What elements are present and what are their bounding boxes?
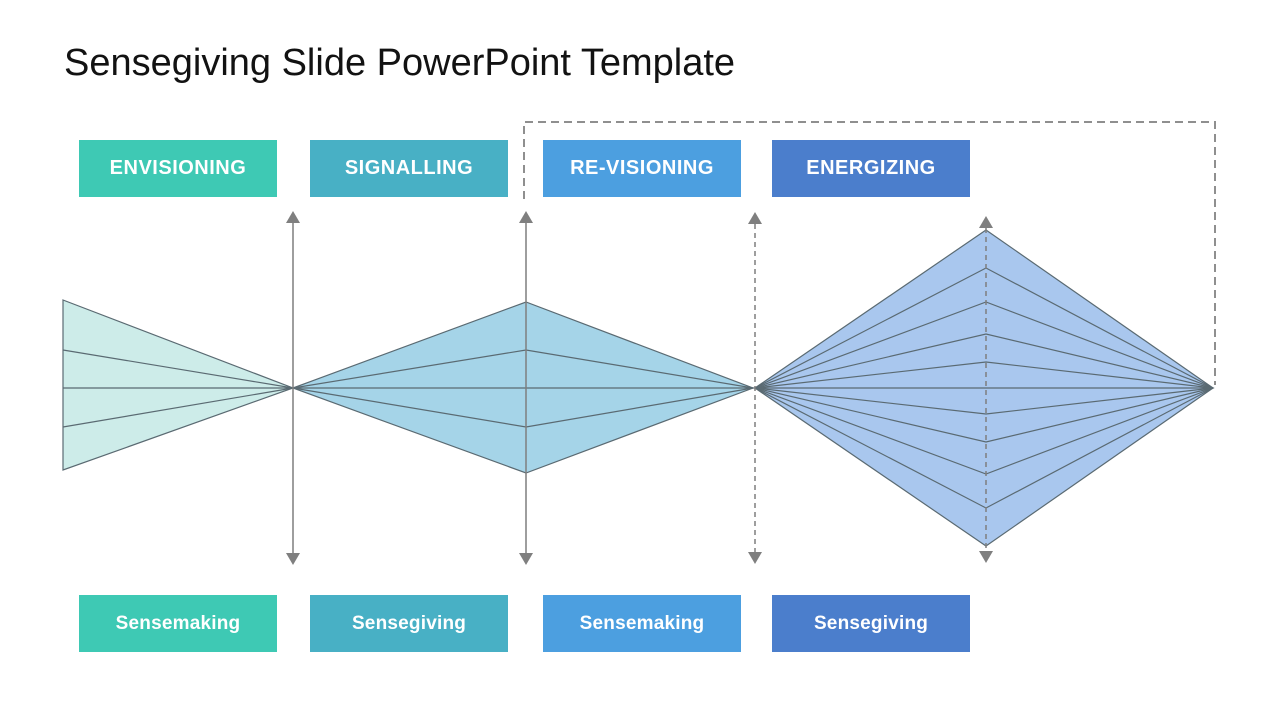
phase-box-energizing[interactable]: ENERGIZING [772,140,970,197]
up-arrow-icon [519,211,533,223]
phase-divider-arrow-3-dashed [748,212,762,564]
funnel-inner-line-lower [62,387,294,428]
sense-box-sensegiving-2[interactable]: Sensegiving [772,595,970,652]
down-arrow-icon [979,551,993,563]
dashed-connector-border [523,121,1216,385]
up-arrow-icon [286,211,300,223]
envisioning-funnel-shape[interactable] [62,299,295,471]
phase-box-envisioning[interactable]: ENVISIONING [79,140,277,197]
phase-divider-arrow-4-dashed [979,216,993,563]
phase-box-re-visioning[interactable]: RE-VISIONING [543,140,741,197]
down-arrow-icon [286,553,300,565]
funnel-inner-line-upper [62,349,294,389]
slide-title: Sensegiving Slide PowerPoint Template [64,42,736,84]
funnel-outer-polygon [62,299,295,471]
up-arrow-icon [748,212,762,224]
phase-divider-arrow-1 [286,211,300,565]
sense-box-sensemaking-2[interactable]: Sensemaking [543,595,741,652]
up-arrow-icon [979,216,993,228]
down-arrow-icon [748,552,762,564]
sense-box-sensegiving-1[interactable]: Sensegiving [310,595,508,652]
down-arrow-icon [519,553,533,565]
phase-box-signalling[interactable]: SIGNALLING [310,140,508,197]
phase-divider-arrow-2 [519,211,533,565]
sense-box-sensemaking-1[interactable]: Sensemaking [79,595,277,652]
